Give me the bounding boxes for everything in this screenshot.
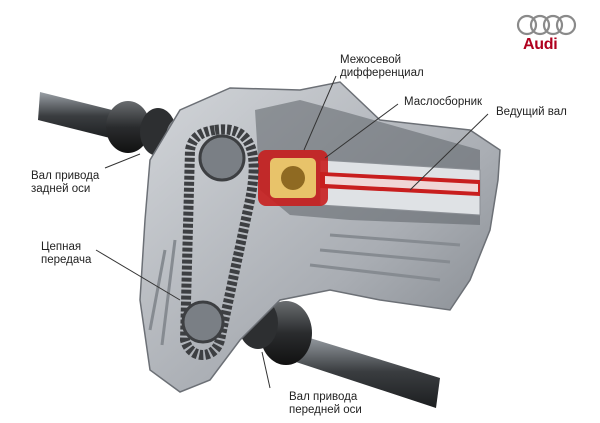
label-chain-drive: Цепная передача <box>41 241 92 266</box>
label-oil-collector: Маслосборник <box>404 96 483 108</box>
label-rear-axle-shaft: Вал привода задней оси <box>31 170 100 195</box>
label-front-axle-shaft: Вал привода передней оси <box>289 391 362 416</box>
audi-wordmark: Audi <box>523 36 558 53</box>
audi-rings-logo <box>516 14 577 36</box>
label-drive-shaft: Ведущий вал <box>496 106 567 118</box>
leader-rear-axle-shaft <box>104 153 141 169</box>
chain-drive-shape <box>179 124 259 360</box>
leader-center-differential <box>303 75 337 151</box>
label-center-differential: Межосевой дифференциал <box>340 54 424 79</box>
leader-front-axle-shaft <box>261 351 271 389</box>
leader-lines <box>95 75 489 389</box>
center-differential-shape <box>258 150 480 206</box>
leader-chain-drive <box>95 249 181 301</box>
leader-drive-shaft <box>409 113 489 191</box>
leader-oil-collector <box>324 103 399 159</box>
